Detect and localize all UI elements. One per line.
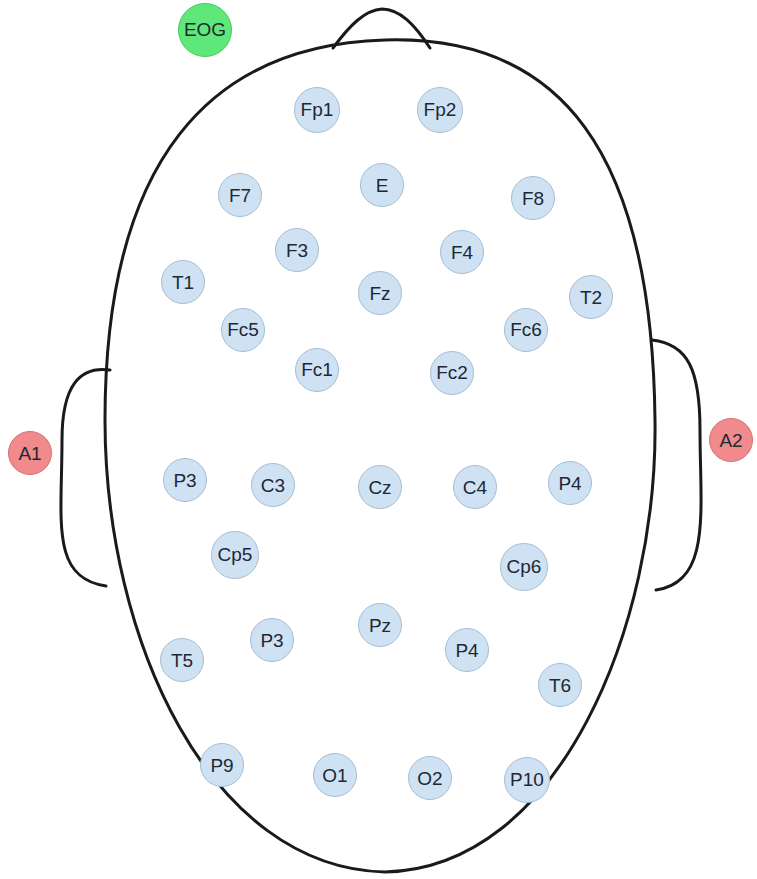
electrode-label: Fp2	[424, 100, 457, 119]
electrode-label: EOG	[184, 20, 226, 39]
electrode-label: Fp1	[301, 100, 334, 119]
electrode-label: O2	[417, 769, 442, 788]
electrode-label: F3	[286, 241, 308, 260]
electrode-label: T5	[171, 651, 193, 670]
electrode-label: P3	[260, 631, 283, 650]
electrode: Cp6	[500, 543, 548, 591]
electrode-label: C3	[261, 476, 285, 495]
electrode-label: Cp5	[218, 545, 253, 564]
electrode-label: Cz	[368, 478, 391, 497]
electrode-label: Cp6	[507, 557, 542, 576]
electrode: F3	[275, 228, 319, 272]
electrode: Fp2	[417, 87, 463, 133]
electrode: Fc1	[295, 348, 340, 393]
electrode-label: T1	[172, 273, 194, 292]
electrode-label: C4	[463, 478, 487, 497]
electrode: P9	[200, 743, 244, 787]
electrode: A1	[8, 431, 52, 475]
electrode: O1	[313, 753, 357, 797]
electrode: F8	[511, 176, 555, 220]
electrode: Cp5	[211, 531, 259, 579]
electrode-label: T2	[580, 288, 602, 307]
electrode-label: Pz	[369, 616, 391, 635]
electrode: Fc6	[504, 308, 549, 353]
head	[105, 40, 655, 872]
electrode: C3	[251, 463, 295, 507]
electrode-label: P4	[455, 641, 478, 660]
electrode: P3	[250, 618, 294, 662]
electrode: Cz	[358, 465, 402, 509]
electrode: Fp1	[294, 87, 340, 133]
electrode: Fc5	[221, 308, 266, 353]
electrode: O2	[408, 756, 452, 800]
electrode: T1	[161, 260, 205, 304]
electrode: P4	[548, 461, 592, 505]
right-ear	[652, 340, 701, 590]
electrode-label: Fc6	[510, 320, 542, 339]
electrode: F7	[218, 173, 262, 217]
electrode: P10	[504, 757, 551, 804]
electrode-label: E	[376, 176, 389, 195]
electrode-label: Fc1	[301, 360, 333, 379]
electrode-label: T6	[549, 676, 571, 695]
electrode: C4	[453, 465, 497, 509]
electrode-label: F4	[451, 243, 473, 262]
electrode: T5	[160, 638, 204, 682]
electrode-label: A1	[18, 444, 41, 463]
electrode-label: P10	[510, 770, 544, 789]
electrode-label: F8	[522, 189, 544, 208]
electrode-label: A2	[719, 431, 742, 450]
electrode-label: P4	[558, 474, 581, 493]
electrode-label: F7	[229, 186, 251, 205]
electrode: Fc2	[430, 351, 475, 396]
electrode: Fz	[358, 271, 402, 315]
electrode: T2	[569, 275, 613, 319]
electrode-label: P9	[210, 756, 233, 775]
left-ear	[61, 369, 110, 586]
electrode-label: Fc2	[436, 363, 468, 382]
electrode: T6	[538, 663, 582, 707]
electrode-label: Fc5	[227, 320, 259, 339]
electrode: EOG	[178, 3, 232, 57]
electrode-label: Fz	[369, 284, 390, 303]
electrode: P4	[445, 628, 489, 672]
electrode: F4	[440, 230, 484, 274]
electrode: P3	[163, 458, 207, 502]
electrode: A2	[709, 418, 753, 462]
electrode: Pz	[358, 603, 402, 647]
electrode-label: P3	[173, 471, 196, 490]
electrode: E	[360, 163, 404, 207]
electrode-label: O1	[322, 766, 347, 785]
